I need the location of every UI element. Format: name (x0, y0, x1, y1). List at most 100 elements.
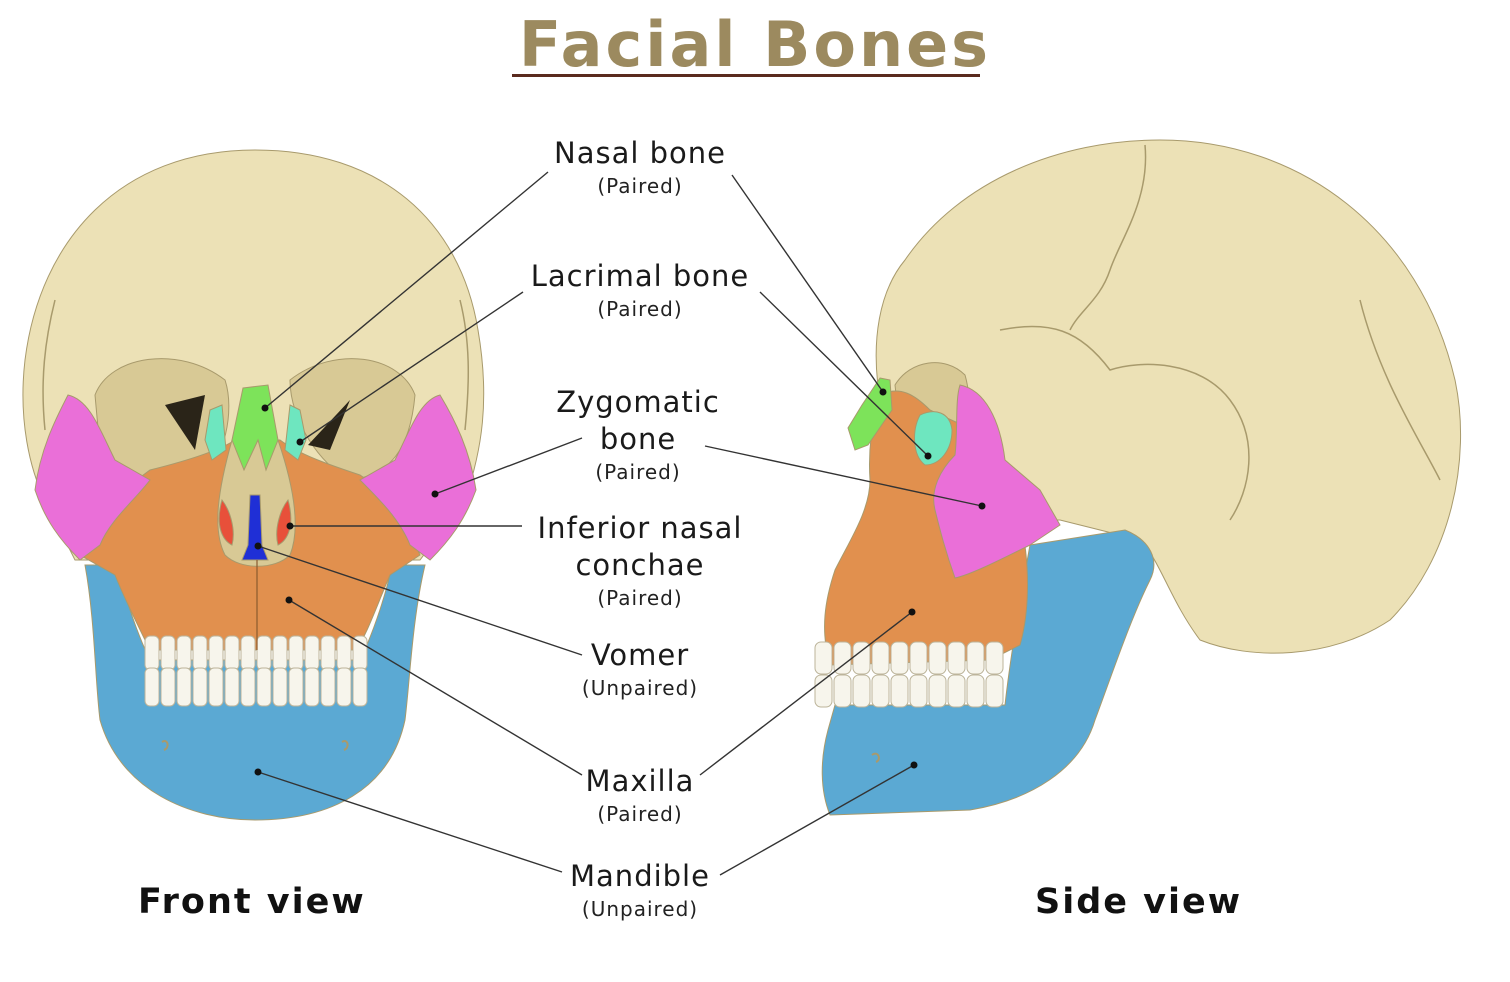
side-tooth-upper (871, 641, 890, 675)
front-tooth-lower (192, 667, 208, 707)
side-tooth-lower (985, 674, 1004, 708)
front-zygomatic-left (34, 394, 151, 561)
front-zygomatic-right (359, 394, 477, 561)
leader-line-zygomatic (704, 445, 983, 507)
pointer-dot-maxilla (285, 596, 293, 604)
front-lacrimal-right (284, 404, 307, 461)
front-concha-right (276, 498, 292, 546)
front-teeth (144, 635, 368, 707)
front-tooth-lower (144, 667, 160, 707)
side-tooth-lower (833, 674, 852, 708)
front-tooth-upper (288, 635, 304, 671)
pointer-dot-mandible (910, 761, 918, 769)
front-tooth-upper (336, 635, 352, 671)
side-squamosal-suture (999, 325, 1250, 521)
label-qualifier: (Paired) (597, 174, 683, 198)
pointer-dot-mandible (254, 768, 262, 776)
label-zygomatic-bone: Zygomatic bone (Paired) (548, 384, 728, 486)
leader-line-nasal (264, 171, 549, 409)
label-qualifier: (Unpaired) (581, 676, 699, 700)
leader-line-mandible (719, 764, 915, 876)
front-tooth-upper (144, 635, 160, 671)
pointer-dot-conchae (286, 522, 294, 530)
pointer-dot-lacrimal (924, 452, 932, 460)
side-tooth-lower (928, 674, 947, 708)
leader-line-lacrimal (299, 291, 524, 443)
side-tooth-lower (871, 674, 890, 708)
side-nasal-bone (847, 377, 893, 451)
side-coronal-suture (1069, 144, 1147, 331)
front-tooth-upper (160, 635, 176, 671)
front-tooth-lower (352, 667, 368, 707)
side-mandible (821, 529, 1155, 816)
label-name: Nasal bone (554, 136, 726, 170)
label-lacrimal-bone: Lacrimal bone (Paired) (515, 258, 765, 323)
front-tooth-upper (224, 635, 240, 671)
pointer-dot-nasal (879, 388, 887, 396)
front-tooth-upper (256, 635, 272, 671)
leader-line-lacrimal (759, 291, 929, 457)
pointer-dot-zygomatic (978, 502, 986, 510)
label-inferior-nasal-conchae: Inferior nasal conchae (Paired) (530, 510, 750, 612)
front-tooth-lower (224, 667, 240, 707)
front-skull (22, 149, 485, 821)
label-qualifier: (Paired) (597, 802, 683, 826)
front-tooth-upper (272, 635, 288, 671)
front-vomer (241, 494, 269, 561)
side-tooth-upper (909, 641, 928, 675)
leader-line-mandible (257, 771, 563, 873)
front-tooth-upper (304, 635, 320, 671)
leader-line-zygomatic (434, 437, 583, 495)
side-tooth-lower (909, 674, 928, 708)
front-tooth-upper (240, 635, 256, 671)
side-view-label: Side view (1035, 882, 1243, 922)
leader-line-vomer (257, 545, 583, 656)
side-zygomatic (933, 384, 1061, 579)
front-tooth-lower (304, 667, 320, 707)
side-skull (814, 139, 1462, 816)
label-qualifier: (Unpaired) (581, 897, 699, 921)
side-tooth-upper (928, 641, 947, 675)
leader-line-maxilla (699, 611, 913, 776)
label-maxilla: Maxilla (Paired) (560, 763, 720, 828)
label-name: Mandible (570, 859, 710, 893)
pointer-dot-nasal (261, 404, 269, 412)
side-tooth-upper (833, 641, 852, 675)
side-teeth (814, 641, 1004, 708)
front-suture-left (42, 299, 56, 431)
front-tooth-lower (336, 667, 352, 707)
front-tooth-lower (288, 667, 304, 707)
front-lacrimal-left (204, 404, 227, 461)
front-tooth-lower (208, 667, 224, 707)
front-view-label: Front view (138, 882, 366, 922)
label-name: Zygomatic bone (556, 385, 720, 456)
leader-line-nasal (731, 174, 884, 393)
front-mental-foramen-right (341, 740, 349, 751)
diagram-title: Facial Bones (518, 8, 992, 81)
label-name: Vomer (590, 638, 690, 672)
side-lambdoid-suture (1359, 299, 1441, 481)
front-orbit-fissure-left (165, 395, 205, 450)
leader-lines (257, 171, 983, 876)
side-mental-foramen (871, 752, 880, 763)
front-tooth-upper (352, 635, 368, 671)
side-tooth-upper (966, 641, 985, 675)
side-tooth-upper (814, 641, 833, 675)
front-tooth-upper (176, 635, 192, 671)
side-tooth-lower (852, 674, 871, 708)
front-tooth-upper (320, 635, 336, 671)
front-concha-left (218, 498, 234, 546)
label-name: Inferior nasal conchae (537, 511, 743, 582)
label-mandible: Mandible (Unpaired) (555, 858, 725, 923)
front-suture-right (459, 299, 470, 431)
side-tooth-lower (890, 674, 909, 708)
side-tooth-lower (966, 674, 985, 708)
side-tooth-upper (985, 641, 1004, 675)
side-tooth-lower (947, 674, 966, 708)
side-tooth-upper (947, 641, 966, 675)
front-tooth-lower (176, 667, 192, 707)
front-tooth-upper (208, 635, 224, 671)
label-vomer: Vomer (Unpaired) (560, 637, 720, 702)
label-qualifier: (Paired) (595, 460, 681, 484)
